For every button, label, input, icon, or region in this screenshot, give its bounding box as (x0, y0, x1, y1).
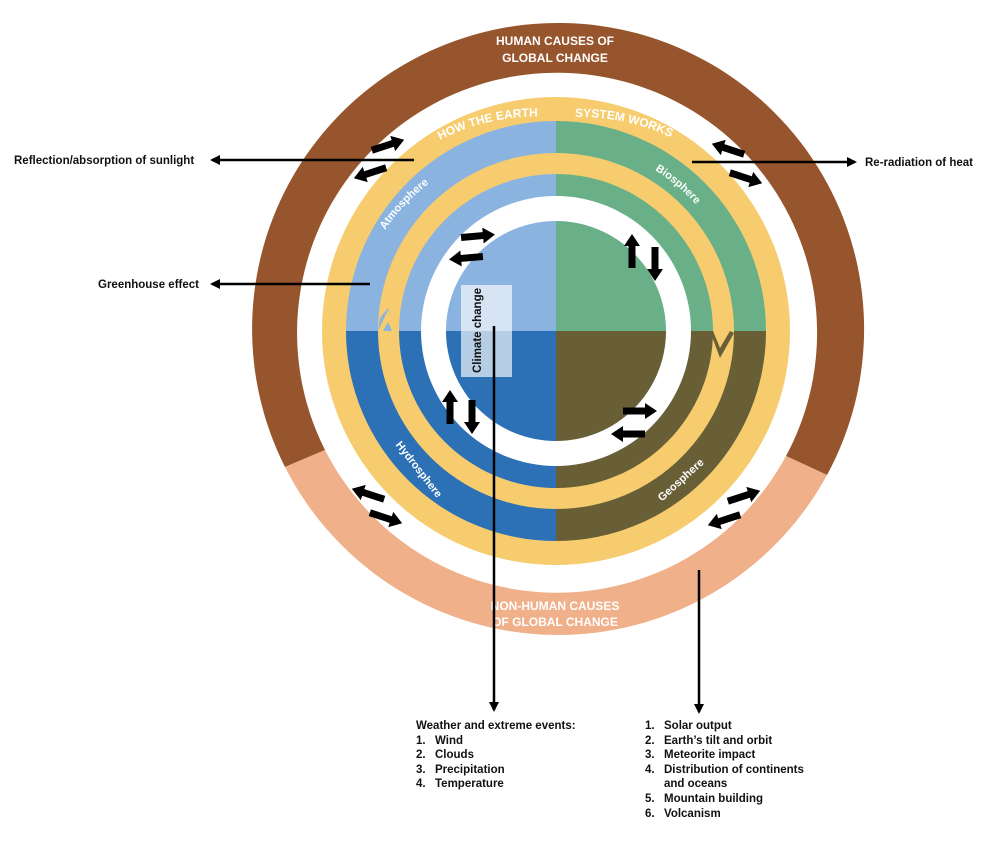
arrow-right-icon (460, 227, 495, 244)
list-item-number: 6. (645, 807, 655, 820)
arrow-left-icon (611, 426, 645, 442)
human-causes-line1: HUMAN CAUSES OF (496, 34, 614, 48)
list-item-number: 3. (645, 749, 655, 762)
climate-change-label: Climate change (472, 288, 484, 373)
list-item-text: Solar output (664, 720, 732, 732)
list-item-text: Wind (435, 734, 463, 747)
cycle-arrowhead-right (710, 331, 734, 358)
reradiation-label: Re-radiation of heat (865, 157, 973, 169)
arrow-down-icon (464, 400, 480, 434)
weather-list-items: 1. Wind 2. Clouds 3. Precipitation 4. Temperatu… (416, 734, 576, 792)
human-causes-ring (252, 22, 865, 475)
outer-ring (252, 22, 865, 635)
list-item-number: 4. (416, 778, 426, 791)
list-item-text: and oceans (664, 778, 728, 791)
cycle-arrowhead-left-tip (378, 310, 398, 331)
list-item: 3. Precipitation (416, 763, 576, 778)
non-human-causes-line2: OF GLOBAL CHANGE (492, 615, 618, 629)
list-item: 1. Solar output (645, 719, 804, 734)
list-item-number: 5. (645, 792, 655, 805)
arrow-left-icon (351, 484, 386, 503)
list-item-number: 4. (645, 763, 655, 776)
climate-change-box (461, 285, 512, 377)
list-item: 2. Clouds (416, 748, 576, 763)
list-item: 4. Temperature (416, 777, 576, 792)
list-item-text: Meteorite impact (664, 749, 756, 762)
list-item-text: Distribution of continents (664, 763, 804, 776)
arrow-up-icon (442, 390, 458, 424)
arrow-left-icon (353, 164, 388, 183)
arrow-down-icon (647, 247, 663, 281)
arrow-left-icon (449, 250, 484, 267)
list-item-number: 2. (645, 734, 655, 747)
list-item-text: Temperature (435, 778, 504, 791)
non-human-causes-ring (285, 450, 827, 635)
arrow-right-icon (623, 403, 657, 419)
list-item-text: Earth’s tilt and orbit (664, 734, 773, 747)
list-item-number: 1. (416, 734, 426, 747)
list-item: 1. Wind (416, 734, 576, 749)
arrow-right-icon (726, 486, 761, 505)
list-item: 2. Earth’s tilt and orbit (645, 734, 804, 749)
arrow-left-icon (707, 511, 742, 530)
center-biosphere (556, 221, 666, 331)
list-item-number: 3. (416, 763, 426, 776)
exchange-arrows (351, 135, 763, 530)
arrow-right-icon (368, 509, 403, 528)
list-item-number: 2. (416, 749, 426, 762)
greenhouse-label: Greenhouse effect (98, 279, 199, 291)
non-human-causes-line1: NON-HUMAN CAUSES (491, 599, 620, 613)
list-item-number: 1. (645, 720, 655, 732)
list-item-text: Precipitation (435, 763, 505, 776)
center-geosphere (556, 331, 666, 441)
arrow-right-icon (370, 135, 405, 154)
list-item-number (645, 777, 664, 792)
arrow-up-icon (624, 234, 640, 268)
human-causes-line2: GLOBAL CHANGE (502, 51, 608, 65)
list-item-text: Clouds (435, 749, 474, 762)
list-item: 4. Distribution of continents (645, 763, 804, 778)
list-item: 6. Volcanism (645, 807, 804, 822)
weather-list-heading: Weather and extreme events: (416, 720, 576, 732)
list-item-text: Volcanism (664, 807, 721, 820)
list-item: 5. Mountain building (645, 792, 804, 807)
list-item: and oceans (645, 777, 804, 792)
reflection-label: Reflection/absorption of sunlight (14, 155, 194, 167)
arrow-left-icon (711, 139, 746, 158)
arrow-right-icon (728, 169, 763, 188)
list-item-text: Mountain building (664, 792, 764, 805)
weather-events-list: Weather and extreme events: 1. Wind 2. Clou… (416, 719, 576, 792)
list-item: 3. Meteorite impact (645, 748, 804, 763)
